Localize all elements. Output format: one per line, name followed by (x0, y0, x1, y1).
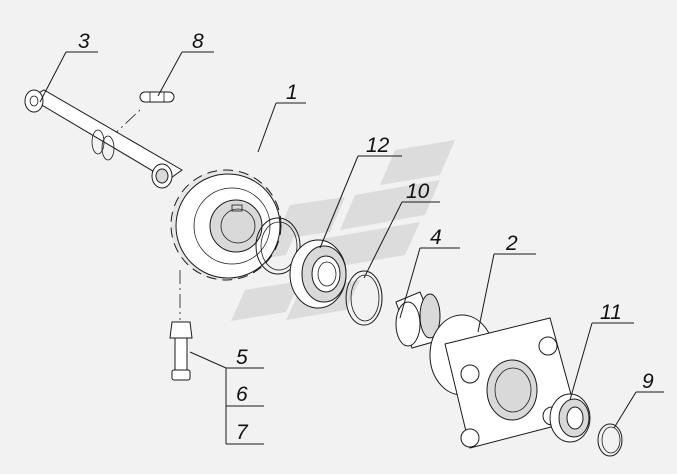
bearing-part-11 (549, 393, 591, 443)
callout-7: 7 (236, 421, 249, 444)
callout-8: 8 (192, 30, 204, 53)
callout-11: 11 (600, 301, 622, 324)
callout-2: 2 (505, 232, 518, 255)
bearing-part-12 (289, 239, 347, 309)
housing-part-2 (429, 314, 579, 449)
callout-6: 6 (236, 383, 248, 406)
sprocket-part-1 (170, 169, 282, 281)
leader-lines (39, 51, 664, 445)
callout-10: 10 (406, 180, 430, 203)
retaining-ring-part-10 (345, 270, 383, 326)
snap-ring-front (255, 217, 301, 275)
bolt-part-5 (169, 321, 193, 381)
callout-4: 4 (430, 226, 442, 249)
callout-12: 12 (366, 134, 390, 157)
callout-5: 5 (236, 346, 248, 369)
callout-labels: 3 8 1 12 10 4 2 11 9 5 6 7 (78, 30, 654, 444)
callout-9: 9 (642, 370, 654, 393)
callout-1: 1 (286, 81, 298, 104)
key-part-8 (139, 91, 175, 103)
spacer-part-4 (395, 291, 441, 349)
circlip-part-9 (597, 423, 623, 457)
shaft-part-3 (24, 89, 183, 189)
callout-3: 3 (78, 30, 90, 53)
